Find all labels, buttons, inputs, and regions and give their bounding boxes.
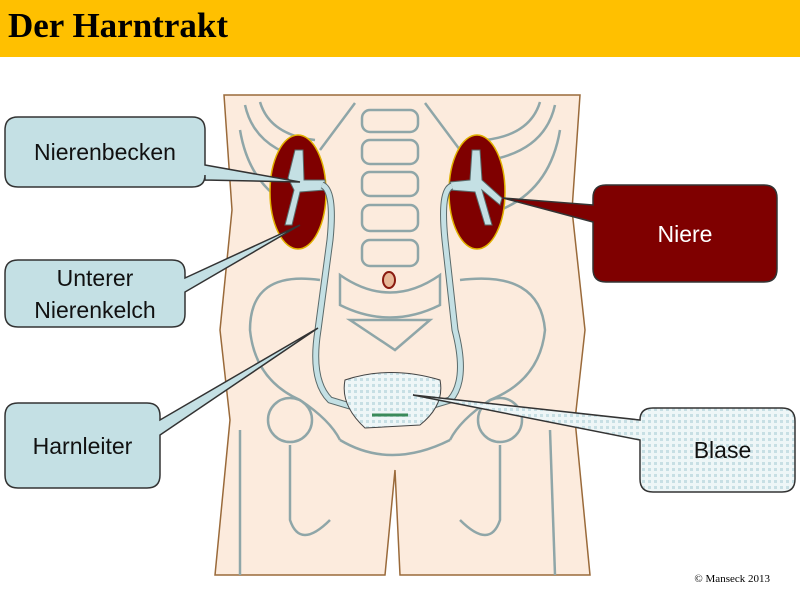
pelvis [238,277,557,576]
callout-blase [412,394,796,493]
spine [338,108,442,352]
label-nierenbecken: Nierenbecken [34,139,176,165]
spinal-canal [382,271,396,289]
label-blase: Blase [693,437,752,463]
renal-pelvis [284,149,503,226]
label-unterer-nierenkelch: Unterer Nierenkelch [34,264,156,323]
callouts [4,116,796,493]
page-title: Der Harntrakt [8,6,228,45]
bladder [343,372,442,429]
label-harnleiter: Harnleiter [32,432,133,459]
callout-harnleiter [4,327,319,489]
title-bar: Der Harntrakt [0,0,800,57]
callout-unterer-nierenkelch [4,224,301,328]
copyright: © Manseck 2013 [694,573,770,585]
callout-niere [502,184,778,283]
callout-nierenbecken [4,116,301,188]
label-niere: Niere [657,220,713,247]
